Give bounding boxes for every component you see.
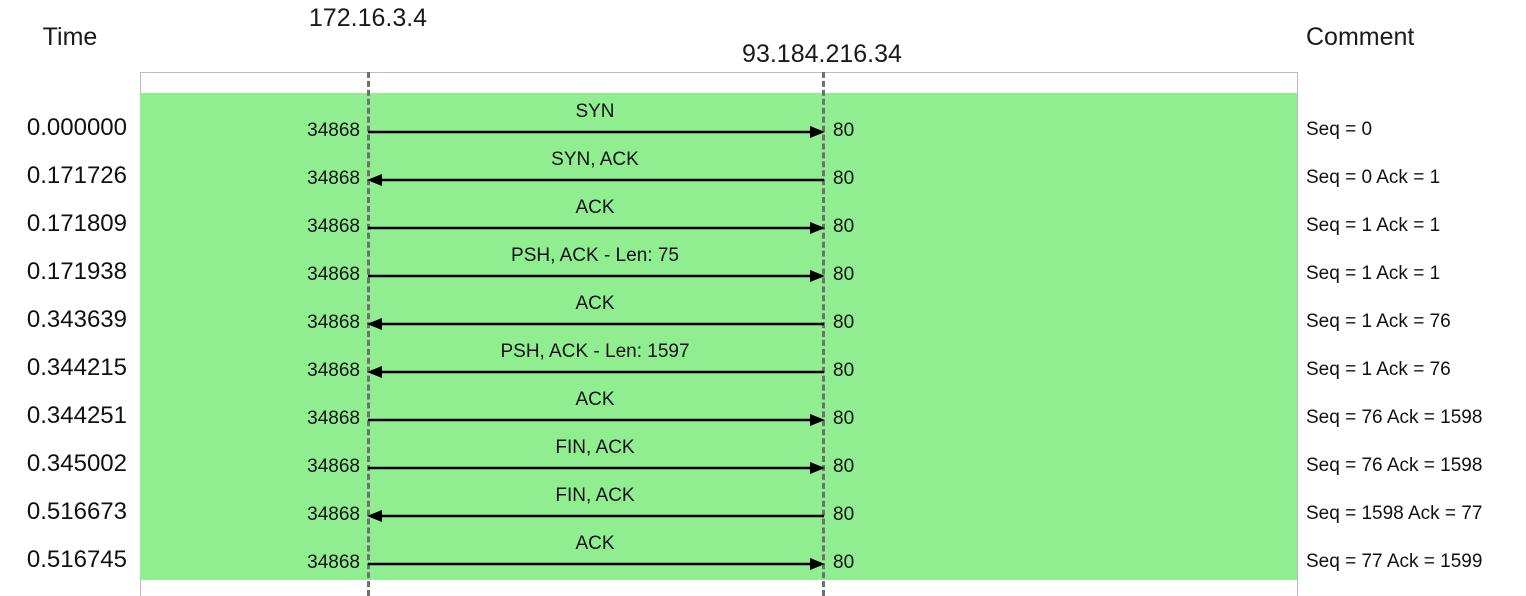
source-port-label: 34868 <box>307 360 360 381</box>
destination-port-label: 80 <box>833 168 855 189</box>
packet-flags-label: PSH, ACK - Len: 1597 <box>500 341 690 362</box>
packet-arrow-rightward <box>368 270 825 282</box>
packet-comment: Seq = 76 Ack = 1598 <box>1306 407 1483 428</box>
packet-arrow-rightward <box>368 414 825 426</box>
packet-arrow-leftward <box>367 318 824 330</box>
packet-time: 0.171809 <box>26 210 127 237</box>
destination-port-label: 80 <box>833 360 855 381</box>
source-port-label: 34868 <box>307 312 360 333</box>
packet-arrow-leftward <box>367 510 824 522</box>
packet-row[interactable]: 0.516673 34868 FIN, ACK 80 Seq = 1598 Ack = … <box>0 485 1526 536</box>
source-port-label: 34868 <box>307 552 360 573</box>
packet-flags-label: FIN, ACK <box>555 437 635 458</box>
destination-port-label: 80 <box>833 264 855 285</box>
packet-time: 0.171726 <box>26 162 127 189</box>
destination-port-label: 80 <box>833 120 855 141</box>
source-port-label: 34868 <box>307 168 360 189</box>
packet-time: 0.345002 <box>26 450 127 477</box>
packet-flags-label: PSH, ACK - Len: 75 <box>511 245 679 266</box>
packet-comment: Seq = 1598 Ack = 77 <box>1306 503 1483 524</box>
packet-comment: Seq = 76 Ack = 1598 <box>1306 455 1483 476</box>
packet-comment: Seq = 0 <box>1306 119 1373 140</box>
destination-port-label: 80 <box>833 408 855 429</box>
packet-flags-label: ACK <box>575 293 615 314</box>
packet-arrow-rightward <box>368 558 825 570</box>
packet-row[interactable]: 0.171726 34868 SYN, ACK 80 Seq = 0 Ack = 1 <box>0 149 1526 200</box>
packet-flags-label: SYN, ACK <box>551 149 639 170</box>
node-b-address-label: 93.184.216.34 <box>742 40 902 68</box>
packet-row[interactable]: 0.171938 34868 PSH, ACK - Len: 75 80 Seq = 1… <box>0 245 1526 296</box>
packet-flags-label: FIN, ACK <box>555 485 635 506</box>
packet-flags-label: ACK <box>575 389 615 410</box>
column-header-comment: Comment <box>1306 23 1415 51</box>
packet-time: 0.344251 <box>26 402 127 429</box>
packet-comment: Seq = 1 Ack = 1 <box>1306 215 1441 236</box>
packet-comment: Seq = 1 Ack = 76 <box>1306 311 1451 332</box>
destination-port-label: 80 <box>833 456 855 477</box>
packet-time: 0.171938 <box>26 258 127 285</box>
packet-arrow-rightward <box>368 462 825 474</box>
packet-time: 0.344215 <box>26 354 127 381</box>
destination-port-label: 80 <box>833 552 855 573</box>
packet-row[interactable]: 0.343639 34868 ACK 80 Seq = 1 Ack = 76 <box>0 293 1526 344</box>
lifeline-node-a <box>367 72 370 596</box>
source-port-label: 34868 <box>307 408 360 429</box>
source-port-label: 34868 <box>307 216 360 237</box>
packet-comment: Seq = 1 Ack = 1 <box>1306 263 1441 284</box>
packet-time: 0.000000 <box>26 114 127 141</box>
packet-row[interactable]: 0.000000 34868 SYN 80 Seq = 0 <box>0 101 1526 152</box>
destination-port-label: 80 <box>833 312 855 333</box>
destination-port-label: 80 <box>833 216 855 237</box>
packet-arrow-rightward <box>368 126 825 138</box>
packet-flags-label: SYN <box>575 101 615 122</box>
packet-row[interactable]: 0.345002 34868 FIN, ACK 80 Seq = 76 Ack = 15… <box>0 437 1526 488</box>
source-port-label: 34868 <box>307 120 360 141</box>
packet-row[interactable]: 0.344215 34868 PSH, ACK - Len: 1597 80 Seq =… <box>0 341 1526 392</box>
packet-time: 0.516745 <box>26 546 127 573</box>
packet-flags-label: ACK <box>575 197 615 218</box>
packet-time: 0.343639 <box>26 306 127 333</box>
selection-highlight-band[interactable] <box>140 93 1297 580</box>
packet-comment: Seq = 0 Ack = 1 <box>1306 167 1441 188</box>
packet-row[interactable]: 0.344251 34868 ACK 80 Seq = 76 Ack = 1598 <box>0 389 1526 440</box>
destination-port-label: 80 <box>833 504 855 525</box>
packet-time: 0.516673 <box>26 498 127 525</box>
packet-comment: Seq = 77 Ack = 1599 <box>1306 551 1483 572</box>
packet-arrow-leftward <box>367 366 824 378</box>
source-port-label: 34868 <box>307 456 360 477</box>
packet-arrow-leftward <box>367 174 824 186</box>
packet-row[interactable]: 0.171809 34868 ACK 80 Seq = 1 Ack = 1 <box>0 197 1526 248</box>
packet-arrow-rightward <box>368 222 825 234</box>
packet-row[interactable]: 0.516745 34868 ACK 80 Seq = 77 Ack = 1599 <box>0 533 1526 584</box>
source-port-label: 34868 <box>307 264 360 285</box>
lifeline-node-b <box>822 72 825 596</box>
packet-flags-label: ACK <box>575 533 615 554</box>
column-header-time: Time <box>42 23 98 51</box>
packet-comment: Seq = 1 Ack = 76 <box>1306 359 1451 380</box>
source-port-label: 34868 <box>307 504 360 525</box>
node-a-address-label: 172.16.3.4 <box>308 4 428 32</box>
